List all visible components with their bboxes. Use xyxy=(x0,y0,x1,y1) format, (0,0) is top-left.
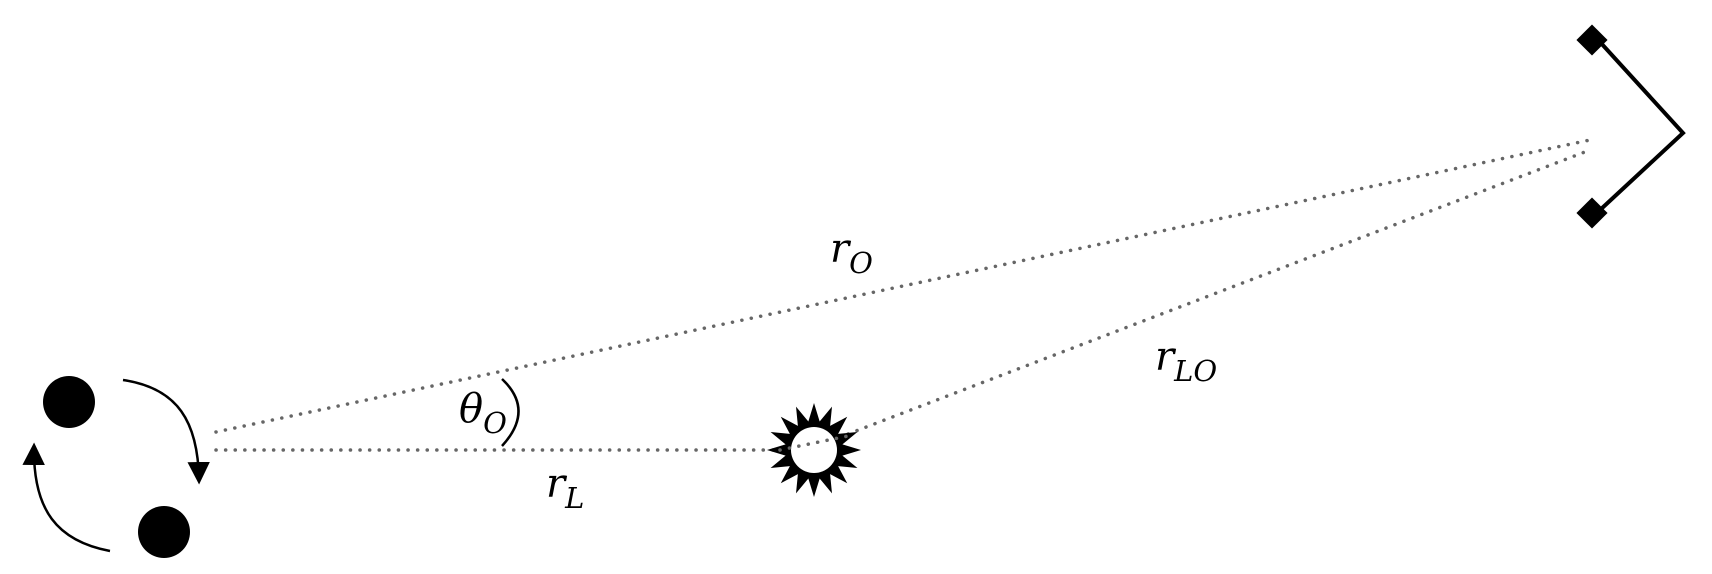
binary-star-2-icon xyxy=(138,506,190,558)
sun-icon xyxy=(767,403,861,497)
line-r-o xyxy=(214,138,1592,434)
orbit-arrow-down-icon xyxy=(122,378,210,485)
label-r-o: rO xyxy=(830,226,873,280)
label-theta-o: θO xyxy=(459,386,507,440)
orbit-arrow-up-icon xyxy=(22,442,111,553)
detector-icon xyxy=(1576,24,1686,229)
label-r-l: rL xyxy=(546,461,584,515)
binary-star-1-icon xyxy=(43,376,95,428)
line-r-lo xyxy=(846,148,1592,436)
angle-arc xyxy=(501,378,520,447)
label-r-lo: rLO xyxy=(1155,334,1217,388)
